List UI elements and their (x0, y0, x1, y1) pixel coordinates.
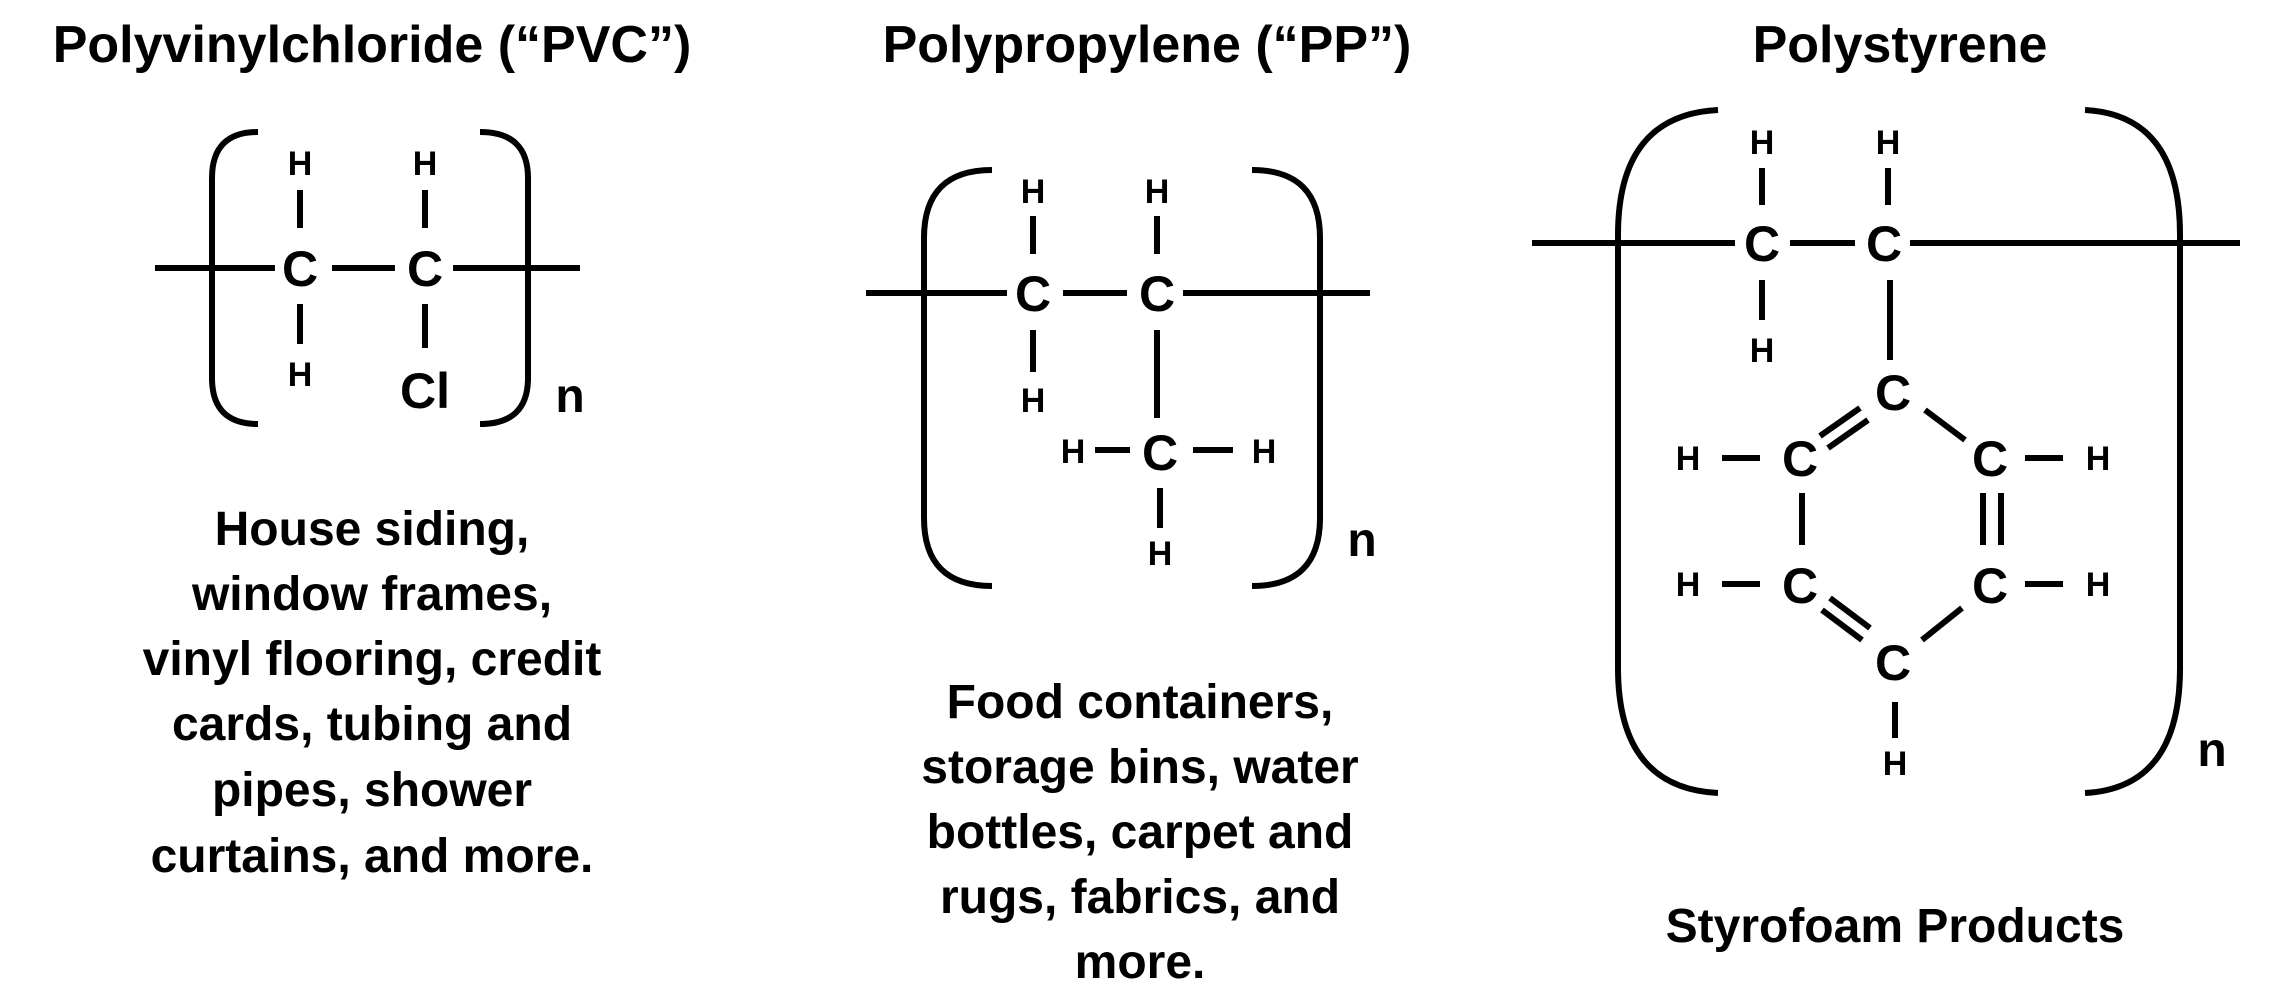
pp-uses-line: bottles, carpet and (927, 806, 1354, 859)
pvc-uses-line: pipes, shower (212, 764, 532, 817)
pvc-repeat-subscript: n (555, 370, 584, 423)
ps-right-bracket (2084, 107, 2183, 796)
pp-left-bracket (921, 167, 993, 589)
pvc-uses: House siding, window frames, vinyl floor… (143, 503, 602, 883)
pvc-panel: Polyvinylchloride (“PVC”) C C H H H Cl n… (53, 16, 692, 883)
ps-ring-carbon-top: C (1875, 365, 1911, 421)
pvc-carbon-1: C (282, 241, 318, 297)
ps-left-bracket (1615, 107, 1719, 796)
ps-ring-hydrogen-lower-left: H (1676, 566, 1701, 604)
pp-panel: Polypropylene (“PP”) C C C H H H H (866, 16, 1411, 989)
ps-carbon-2: C (1866, 216, 1902, 272)
ps-hydrogen-2-top: H (1876, 124, 1901, 162)
ps-structure: C C H H H C C C C C C H H H H H n (1532, 107, 2240, 796)
ps-panel: Polystyrene (1532, 16, 2240, 953)
pp-uses-line: rugs, fabrics, and (940, 871, 1340, 924)
ps-uses: Styrofoam Products (1666, 900, 2125, 953)
pp-right-bracket (1251, 167, 1323, 589)
ps-uses-line: Styrofoam Products (1666, 900, 2125, 953)
ps-ring-hydrogen-upper-right: H (2086, 440, 2111, 478)
ps-ring-bond-lr-bottom (1920, 605, 1964, 643)
pvc-structure: C C H H H Cl n (155, 129, 585, 427)
ps-ring-carbon-lower-right: C (1972, 558, 2008, 614)
pvc-right-bracket (479, 129, 531, 427)
pp-hydrogen-2-top: H (1145, 173, 1170, 211)
pvc-uses-line: window frames, (191, 568, 552, 621)
pp-carbon-2: C (1139, 266, 1175, 322)
pp-hydrogen-3-right: H (1252, 433, 1277, 471)
pp-title: Polypropylene (“PP”) (883, 16, 1412, 74)
pp-uses: Food containers, storage bins, water bot… (921, 676, 1358, 989)
pvc-carbon-2: C (407, 241, 443, 297)
pp-carbon-3: C (1142, 425, 1178, 481)
ps-ring-carbon-lower-left: C (1782, 558, 1818, 614)
ps-hydrogen-1-top: H (1750, 124, 1775, 162)
pp-hydrogen-1-bottom: H (1021, 382, 1046, 420)
pvc-uses-line: curtains, and more. (151, 830, 594, 883)
pp-uses-line: storage bins, water (921, 741, 1358, 794)
pvc-hydrogen-1-top: H (288, 145, 313, 183)
pvc-title: Polyvinylchloride (“PVC”) (53, 16, 692, 74)
ps-ring-hydrogen-lower-right: H (2086, 566, 2111, 604)
pvc-uses-line: cards, tubing and (172, 698, 572, 751)
ps-ring-carbon-upper-left: C (1782, 431, 1818, 487)
ps-carbon-1: C (1744, 216, 1780, 272)
pp-repeat-subscript: n (1347, 514, 1376, 567)
ps-title: Polystyrene (1753, 16, 2048, 74)
pp-hydrogen-3-bottom: H (1148, 535, 1173, 573)
ps-hydrogen-1-bottom: H (1750, 332, 1775, 370)
pp-carbon-1: C (1015, 266, 1051, 322)
ps-ring-hydrogen-upper-left: H (1676, 440, 1701, 478)
ps-ring-carbon-bottom: C (1875, 635, 1911, 691)
pp-hydrogen-3-left: H (1061, 433, 1086, 471)
pvc-uses-line: House siding, (215, 503, 530, 556)
ps-repeat-subscript: n (2197, 724, 2226, 777)
ps-ring-bond-top-ul (1818, 405, 1862, 439)
pvc-left-bracket (209, 129, 259, 427)
ps-ring-bond-ll-bottom (1820, 607, 1864, 643)
ps-ring-bond-top-ur (1923, 407, 1967, 443)
pp-structure: C C C H H H H H H n (866, 167, 1377, 589)
pvc-hydrogen-2-top: H (413, 145, 438, 183)
pvc-hydrogen-1-bottom: H (288, 356, 313, 394)
pp-uses-line: more. (1075, 936, 1206, 989)
pp-hydrogen-1-top: H (1021, 173, 1046, 211)
ps-ring-carbon-upper-right: C (1972, 431, 2008, 487)
ps-ring-hydrogen-bottom: H (1883, 745, 1908, 783)
pp-uses-line: Food containers, (947, 676, 1334, 729)
ps-ring-bond-ll-bottom-double (1828, 595, 1872, 631)
pvc-uses-line: vinyl flooring, credit (143, 633, 602, 686)
pvc-chlorine: Cl (400, 363, 450, 419)
ps-ring-bond-top-ul-double (1826, 417, 1870, 451)
